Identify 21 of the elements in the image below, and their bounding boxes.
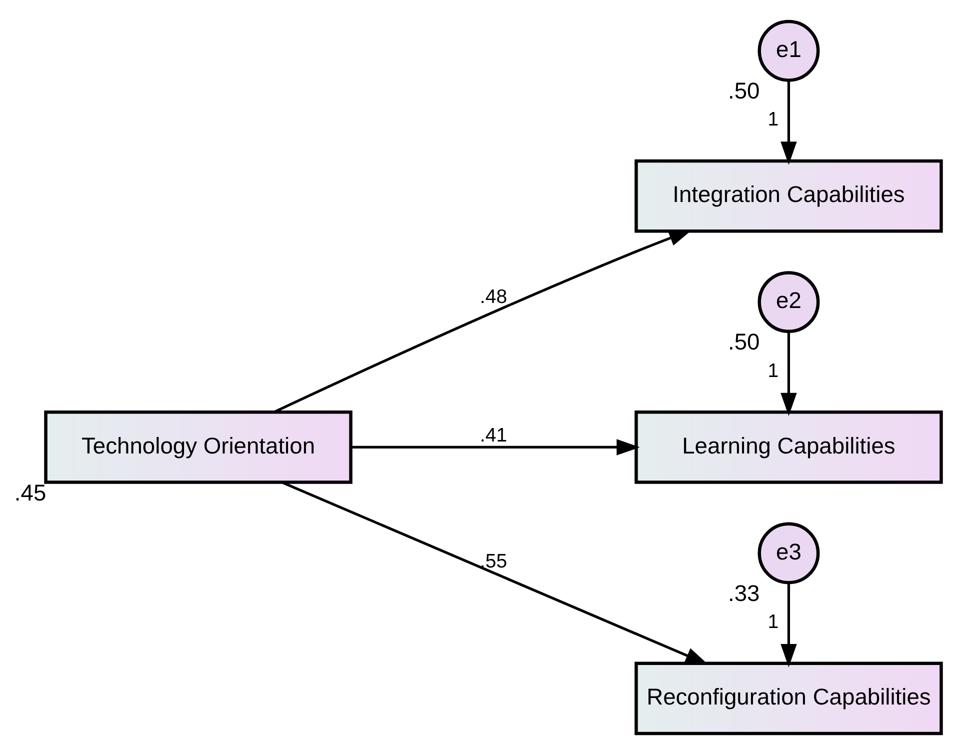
node-circle: e3 [758, 522, 820, 584]
arrow [780, 80, 797, 165]
node-label: .33 [728, 580, 760, 606]
arrow [780, 582, 797, 668]
edge-label: .55 [480, 550, 508, 572]
edge-label: 1 [768, 611, 779, 634]
arrow [351, 439, 640, 456]
node-box: Learning Capabilities [634, 410, 943, 484]
node-circle: e2 [758, 271, 820, 334]
edge-label: 1 [768, 360, 779, 382]
node-box: Reconfiguration Capabilities [634, 662, 943, 736]
edge-label: 1 [768, 108, 779, 131]
node-label: .50 [728, 328, 760, 355]
node-label: .45 [14, 480, 46, 506]
edge-label: .48 [480, 286, 508, 308]
node-box: Technology Orientation [44, 410, 352, 484]
node-label: .50 [728, 78, 760, 104]
edge-label: .41 [480, 424, 508, 447]
arrow [780, 332, 797, 416]
node-circle: e1 [758, 20, 820, 82]
node-box: Integration Capabilities [634, 159, 943, 233]
